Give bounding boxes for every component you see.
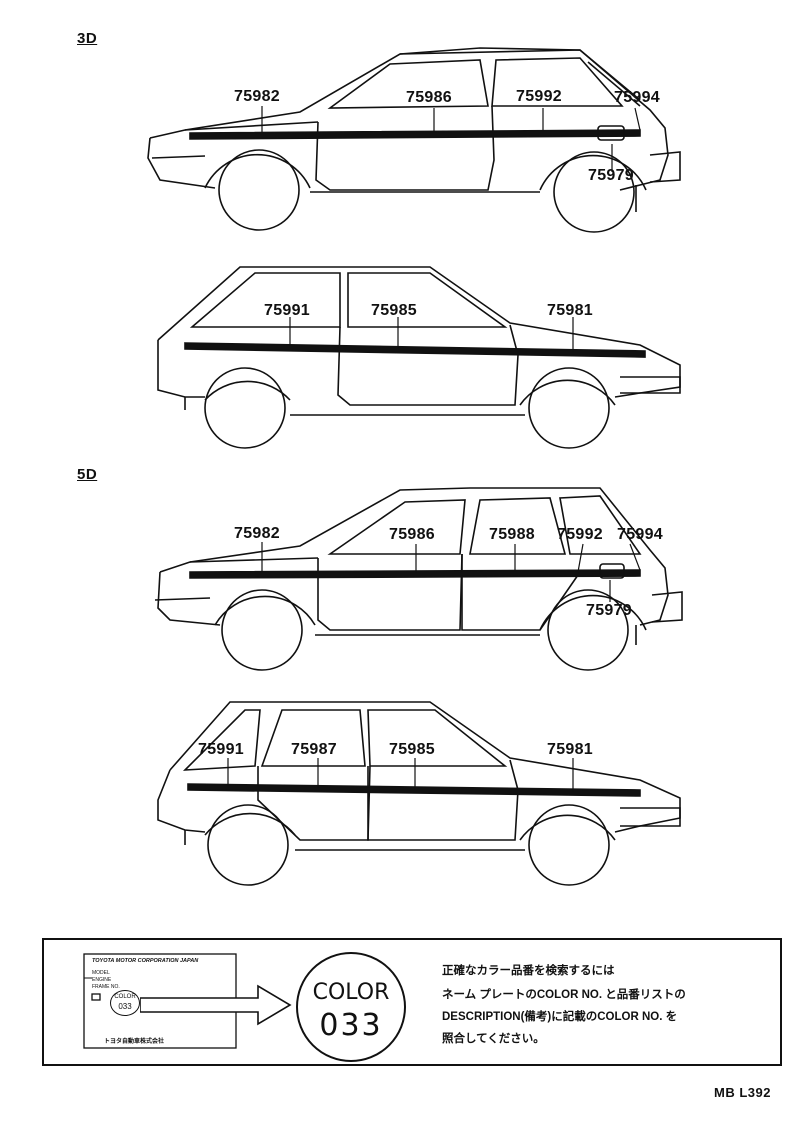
- part-label: 75985: [371, 302, 417, 319]
- arrow-right-icon: [140, 984, 292, 1026]
- plate-header: TOYOTA MOTOR CORPORATION JAPAN: [92, 958, 199, 964]
- color-word: COLOR: [312, 980, 390, 1005]
- plate-color-num: 033: [118, 1002, 132, 1011]
- part-label: 75987: [291, 741, 337, 758]
- part-label: 75986: [406, 89, 452, 106]
- plate-row: ENGINE: [92, 977, 112, 983]
- part-label: 75994: [617, 526, 663, 543]
- car-5d-right-side: [154, 487, 683, 671]
- part-label: 75985: [389, 741, 435, 758]
- car-5d-left-side: [157, 701, 681, 886]
- plate-color-circle: COLOR 033: [110, 990, 140, 1016]
- note-line: ネーム プレートのCOLOR NO. と品番リストの: [442, 989, 686, 1001]
- color-code-circle: COLOR 033: [296, 952, 406, 1062]
- part-label: 75981: [547, 741, 593, 758]
- part-label: 75979: [586, 602, 632, 619]
- plate-color-word: COLOR: [114, 994, 136, 1000]
- section-label-5d: 5D: [77, 466, 98, 483]
- part-label: 75994: [614, 89, 660, 106]
- part-label: 75979: [588, 167, 634, 184]
- part-label: 75991: [198, 741, 244, 758]
- color-note-box: TOYOTA MOTOR CORPORATION JAPAN MODEL ENG…: [42, 938, 782, 1066]
- note-line: DESCRIPTION(備考)に記載のCOLOR NO. を: [442, 1011, 678, 1023]
- part-label: 75988: [489, 526, 535, 543]
- note-line: 正確なカラー品番を検索するには: [442, 965, 615, 977]
- part-label: 75981: [547, 302, 593, 319]
- note-line: 照合してください。: [442, 1033, 545, 1045]
- part-label: 75991: [264, 302, 310, 319]
- drawing-code: MB L392: [714, 1085, 771, 1100]
- car-3d-right-side: [147, 47, 681, 233]
- section-label-3d: 3D: [77, 30, 98, 47]
- part-label: 75982: [234, 88, 280, 105]
- plate-row: FRAME NO.: [92, 984, 120, 990]
- car-3d-left-side: [157, 266, 681, 449]
- plate-row: MODEL: [92, 970, 110, 976]
- part-label: 75986: [389, 526, 435, 543]
- part-label: 75982: [234, 525, 280, 542]
- part-label: 75992: [516, 88, 562, 105]
- part-label: 75992: [557, 526, 603, 543]
- color-number: 033: [319, 1008, 383, 1043]
- plate-footer: トヨタ自動車株式会社: [104, 1039, 165, 1045]
- plate-rows: MODEL ENGINE FRAME NO.: [92, 970, 120, 991]
